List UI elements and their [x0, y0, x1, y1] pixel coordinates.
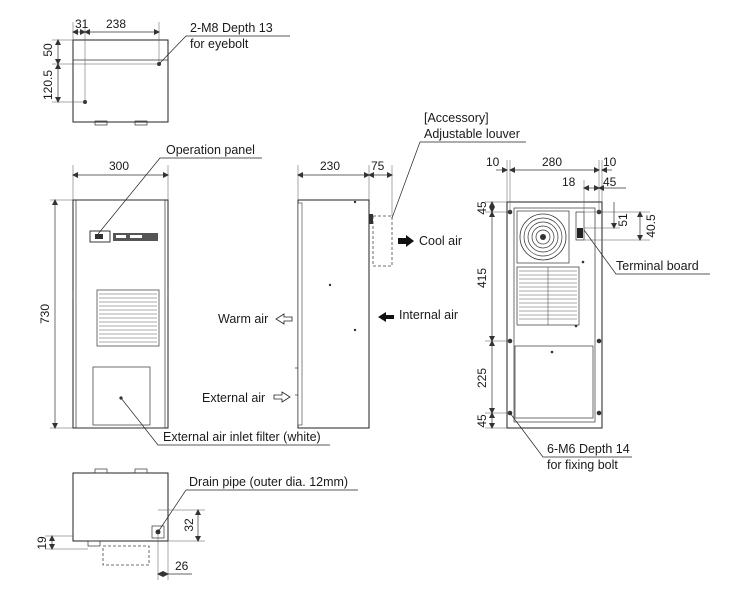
bottom-view: Drain pipe (outer dia. 12mm) 32 19 26 — [35, 468, 358, 580]
terminal-board-label: Terminal board — [616, 259, 699, 273]
top-view: 31 238 50 120.5 2-M8 Depth 13 for eyebol… — [41, 17, 290, 126]
dim-75: 75 — [371, 159, 385, 173]
dim-300: 300 — [109, 159, 129, 173]
dim-19: 19 — [35, 536, 49, 550]
warm-air-arrow — [275, 313, 293, 325]
dim-415: 415 — [475, 268, 489, 288]
dim-10-right: 10 — [603, 155, 617, 169]
eyebolt-label-line1: 2-M8 Depth 13 — [190, 21, 273, 35]
dim-280: 280 — [542, 155, 562, 169]
dim-45-left-top: 45 — [475, 201, 489, 215]
fan-housing — [516, 210, 570, 264]
dim-31: 31 — [75, 17, 89, 31]
adjustable-louver — [372, 215, 393, 267]
external-air-label: External air — [202, 391, 265, 405]
dim-45-top: 45 — [603, 175, 617, 189]
dim-120-5: 120.5 — [41, 70, 55, 100]
cool-air-label: Cool air — [419, 234, 462, 248]
cool-air-arrow — [398, 235, 414, 247]
dim-730: 730 — [38, 304, 52, 324]
accessory-label-line2: Adjustable louver — [424, 127, 520, 141]
external-air-inlet-filter — [92, 366, 151, 426]
top-view-body — [72, 39, 169, 123]
dim-238: 238 — [106, 17, 126, 31]
filter-label: External air inlet filter (white) — [163, 430, 321, 444]
side-view: 230 75 [Accessory] Adjustable louver Coo… — [202, 111, 526, 429]
internal-air-label: Internal air — [399, 308, 458, 322]
dim-10-left: 10 — [486, 155, 500, 169]
warm-air-label: Warm air — [218, 312, 268, 326]
fixing-bolt-label-line2: for fixing bolt — [547, 458, 618, 472]
dim-51: 51 — [616, 213, 630, 227]
dim-230: 230 — [320, 159, 340, 173]
accessory-label-line1: [Accessory] — [424, 111, 489, 125]
back-lower-panel — [514, 345, 594, 419]
internal-air-arrow — [378, 312, 394, 322]
front-view: 300 730 Operation panel External air inl… — [38, 143, 330, 446]
drain-pipe-label: Drain pipe (outer dia. 12mm) — [189, 475, 348, 489]
back-view: 10 280 10 18 45 51 40.5 45 415 225 45 Te… — [475, 155, 710, 472]
dim-40-5: 40.5 — [644, 214, 658, 238]
dim-18: 18 — [562, 175, 576, 189]
operation-panel-label: Operation panel — [166, 143, 255, 157]
dim-32: 32 — [182, 518, 196, 532]
louver-projection — [102, 545, 150, 566]
terminal-board — [575, 211, 585, 241]
fixing-bolt-label-line1: 6-M6 Depth 14 — [547, 442, 630, 456]
eyebolt-label-line2: for eyebolt — [190, 37, 249, 51]
bottom-view-body — [72, 472, 169, 542]
dim-26: 26 — [175, 559, 189, 573]
dim-50: 50 — [41, 43, 55, 57]
dim-225: 225 — [475, 368, 489, 388]
dim-45-left-bottom: 45 — [475, 414, 489, 428]
external-air-arrow — [273, 391, 291, 403]
side-view-body — [297, 199, 370, 429]
front-louver — [96, 289, 160, 347]
